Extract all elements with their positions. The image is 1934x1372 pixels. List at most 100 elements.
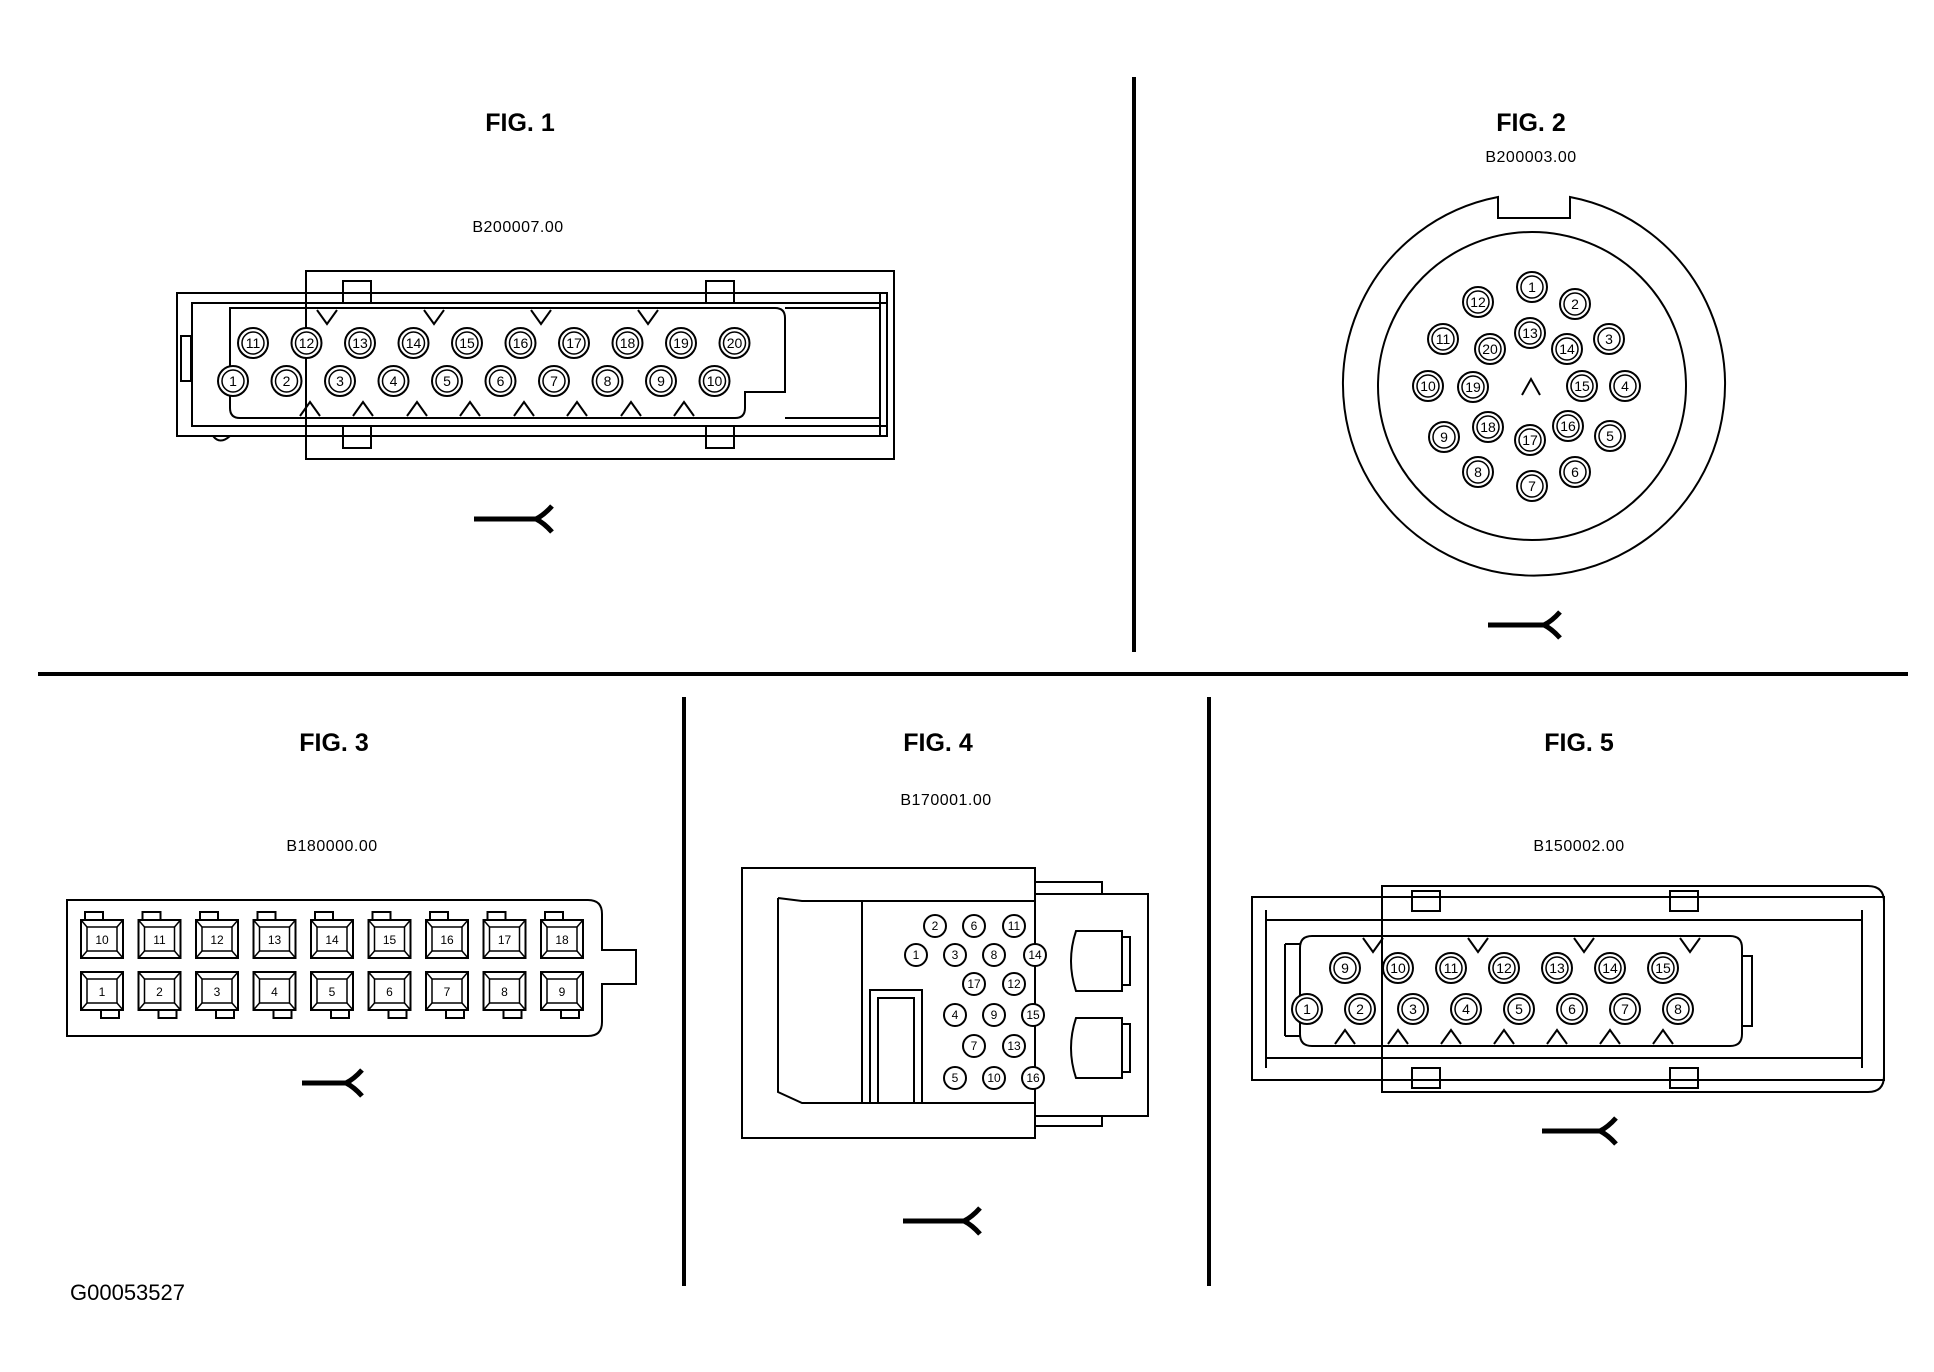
- fig3-pin-4: 4: [252, 971, 297, 1011]
- pin-label: 11: [153, 933, 166, 947]
- fig1-pin-8: 8: [591, 365, 624, 397]
- fig1-pin-13: 13: [344, 327, 376, 359]
- pin-label: 9: [559, 985, 566, 999]
- pin-label: 6: [971, 919, 978, 933]
- pin-label: 7: [1528, 478, 1536, 494]
- fig2-pin-7: 7: [1516, 470, 1548, 502]
- pin-label: 8: [1474, 464, 1482, 480]
- pin-label: 12: [299, 335, 315, 351]
- pin-label: 7: [1621, 1001, 1629, 1017]
- pin-label: 16: [440, 933, 454, 947]
- fig3-connector-body: [66, 899, 637, 1037]
- fig1-pin-18: 18: [611, 327, 644, 359]
- pin-label: 17: [566, 335, 582, 351]
- fig4-pin-5: 5: [943, 1066, 967, 1090]
- fig2-pin-8: 8: [1462, 456, 1494, 488]
- fig5-title: FIG. 5: [1544, 729, 1614, 757]
- pin-label: 7: [550, 373, 558, 389]
- fig2-pin-11: 11: [1427, 323, 1459, 355]
- pin-label: 3: [952, 948, 959, 962]
- pin-label: 2: [1571, 296, 1579, 312]
- fig1-orientation-mark: [474, 504, 554, 534]
- fig5-connector-body: [1251, 885, 1885, 1093]
- fig1-keying-triangles: [299, 309, 695, 417]
- fig2-connector-body: [1342, 195, 1726, 577]
- fig4-pin-7: 7: [962, 1034, 986, 1058]
- fig4-pin-12: 12: [1002, 972, 1026, 996]
- fig1-title: FIG. 1: [485, 109, 555, 137]
- pin-label: 15: [383, 933, 397, 947]
- fig5-keying-triangles: [1334, 937, 1701, 1045]
- fig3-orientation-mark: [302, 1068, 364, 1098]
- fig5-pin-10: 10: [1382, 952, 1414, 984]
- fig3-title: FIG. 3: [299, 729, 368, 757]
- fig3-pin-12: 12: [195, 919, 239, 959]
- pin-label: 1: [913, 948, 920, 962]
- fig4-orientation-mark: [903, 1206, 982, 1236]
- fig5-pin-4: 4: [1450, 993, 1482, 1025]
- fig2-part-number: B200003.00: [1485, 149, 1576, 166]
- pin-label: 8: [991, 948, 998, 962]
- pin-label: 12: [1007, 977, 1021, 991]
- fig2-pin-2: 2: [1559, 288, 1591, 320]
- fig1-pin-9: 9: [645, 365, 677, 397]
- pin-label: 6: [386, 985, 393, 999]
- fig2-pin-19: 19: [1457, 371, 1489, 403]
- pin-label: 17: [1522, 432, 1538, 448]
- fig5-pin-7: 7: [1609, 993, 1641, 1025]
- pin-label: 5: [1606, 428, 1614, 444]
- fig2-pin-3: 3: [1593, 323, 1625, 355]
- fig5-pin-14: 14: [1594, 952, 1626, 984]
- fig4-pin-1: 1: [904, 943, 928, 967]
- fig4-part-number: B170001.00: [900, 792, 991, 809]
- pin-label: 7: [444, 985, 451, 999]
- pin-label: 14: [325, 933, 339, 947]
- fig5-pin-8: 8: [1662, 993, 1694, 1025]
- fig1-pin-20: 20: [718, 327, 751, 359]
- fig5-pin-6: 6: [1556, 993, 1588, 1025]
- pin-label: 11: [1444, 960, 1459, 976]
- fig5-pin-3: 3: [1397, 993, 1429, 1025]
- fig1-pin-1: 1: [217, 365, 249, 397]
- fig2-pin-17: 17: [1514, 424, 1546, 456]
- pin-label: 18: [555, 933, 569, 947]
- pin-label: 14: [406, 335, 422, 351]
- fig2-pin-20: 20: [1474, 333, 1506, 365]
- fig5-pin-15: 15: [1647, 952, 1679, 984]
- fig1-pin-19: 19: [665, 327, 697, 359]
- pin-label: 6: [1568, 1001, 1576, 1017]
- fig2-pin-16: 16: [1552, 410, 1584, 442]
- fig2-orientation-mark: [1488, 610, 1562, 640]
- fig1-pin-6: 6: [484, 365, 517, 397]
- pin-label: 14: [1602, 960, 1618, 976]
- pin-label: 15: [1026, 1008, 1040, 1022]
- fig5-orientation-mark: [1542, 1116, 1618, 1146]
- reference-code: G00053527: [70, 1280, 185, 1305]
- fig5-pin-9: 9: [1329, 952, 1361, 984]
- pin-label: 7: [971, 1039, 978, 1053]
- fig1-part-number: B200007.00: [472, 219, 563, 236]
- fig1-pin-5: 5: [431, 365, 463, 397]
- pin-label: 5: [1515, 1001, 1523, 1017]
- fig3-pin-8: 8: [482, 971, 527, 1011]
- fig4-pin-17: 17: [962, 972, 986, 996]
- fig5-pin-2: 2: [1344, 993, 1376, 1025]
- pin-label: 19: [673, 335, 689, 351]
- fig1-pin-10: 10: [698, 365, 731, 397]
- pin-label: 9: [991, 1008, 998, 1022]
- fig3-pin-13: 13: [252, 919, 297, 959]
- pin-label: 15: [459, 335, 475, 351]
- fig1-pin-16: 16: [504, 327, 537, 359]
- pin-label: 3: [214, 985, 221, 999]
- pin-label: 8: [604, 373, 612, 389]
- fig5-pin-13: 13: [1541, 952, 1573, 984]
- pin-label: 12: [210, 933, 224, 947]
- pin-label: 2: [1356, 1001, 1364, 1017]
- fig4-pin-15: 15: [1021, 1003, 1045, 1027]
- fig4-connector-body: [741, 867, 1149, 1139]
- pin-label: 16: [1560, 418, 1576, 434]
- fig4-pin-3: 3: [943, 943, 967, 967]
- pin-label: 10: [1420, 378, 1436, 394]
